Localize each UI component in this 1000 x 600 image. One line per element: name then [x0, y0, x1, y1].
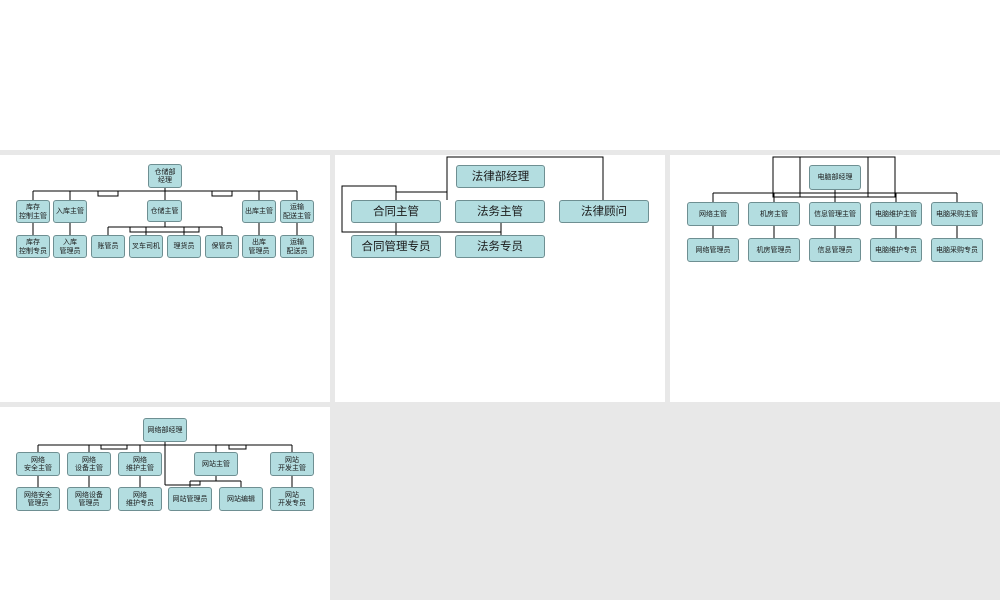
legal-advisor: 法律顾问	[559, 200, 649, 223]
computer-sup-info: 信息管理主管	[809, 202, 861, 226]
computer-staff-purchase: 电脑采购专员	[931, 238, 983, 262]
network-sup-dev: 网站 开发主管	[270, 452, 314, 476]
network-connectors	[37, 442, 293, 487]
legal-sup-legal: 法务主管	[455, 200, 545, 223]
storage-staff-accounts: 账管员	[91, 235, 125, 258]
computer-manager: 电脑部经理	[809, 165, 861, 190]
legal-connectors	[341, 156, 604, 235]
storage-staff-inbound: 入库 管理员	[53, 235, 87, 258]
storage-staff-inventory: 库存 控制专员	[16, 235, 50, 258]
network-staff-dev: 网站 开发专员	[270, 487, 314, 511]
legal-staff-legal: 法务专员	[455, 235, 545, 258]
computer-sup-room: 机房主管	[748, 202, 800, 226]
storage-sup-outbound: 出库主管	[242, 200, 276, 223]
computer-connectors	[712, 156, 958, 238]
legal-staff-contract: 合同管理专员	[351, 235, 441, 258]
computer-sup-purchase: 电脑采购主管	[931, 202, 983, 226]
storage-sup-inventory: 库存 控制主管	[16, 200, 50, 223]
network-org-chart: 网络部经理 网络 安全主管 网络 设备主管 网络 维护主管 网站主管 网站 开发…	[0, 407, 330, 600]
storage-connectors	[32, 188, 298, 235]
legal-manager: 法律部经理	[456, 165, 545, 188]
top-blank-area	[0, 0, 1000, 150]
storage-org-chart: 仓储部 经理 库存 控制主管 入库主管 仓储主管 出库主管 运输 配送主管 库存…	[0, 155, 330, 402]
computer-staff-maint: 电脑维护专员	[870, 238, 922, 262]
storage-manager: 仓储部 经理	[148, 164, 182, 188]
computer-staff-room: 机房管理员	[748, 238, 800, 262]
computer-sup-maint: 电脑维护主管	[870, 202, 922, 226]
network-staff-site-editor: 网站编辑	[219, 487, 263, 511]
network-sup-website: 网站主管	[194, 452, 238, 476]
legal-org-chart: 法律部经理 合同主管 法务主管 法律顾问 合同管理专员 法务专员	[335, 155, 665, 402]
legal-sup-contract: 合同主管	[351, 200, 441, 223]
network-manager: 网络部经理	[143, 418, 187, 442]
storage-staff-goods: 理货员	[167, 235, 201, 258]
computer-staff-info: 信息管理员	[809, 238, 861, 262]
storage-staff-delivery: 运输 配送员	[280, 235, 314, 258]
storage-sup-inbound: 入库主管	[53, 200, 87, 223]
network-sup-equipment: 网络 设备主管	[67, 452, 111, 476]
storage-staff-custody: 保管员	[205, 235, 239, 258]
network-staff-site-admin: 网站管理员	[168, 487, 212, 511]
network-staff-equipment: 网络设备 管理员	[67, 487, 111, 511]
network-staff-security: 网络安全 管理员	[16, 487, 60, 511]
computer-staff-network: 网络管理员	[687, 238, 739, 262]
storage-sup-storage: 仓储主管	[147, 200, 182, 222]
storage-staff-outbound: 出库 管理员	[242, 235, 276, 258]
storage-staff-forklift: 叉车司机	[129, 235, 163, 258]
network-staff-maintenance: 网络 维护专员	[118, 487, 162, 511]
computer-sup-network: 网络主管	[687, 202, 739, 226]
network-sup-security: 网络 安全主管	[16, 452, 60, 476]
computer-org-chart: 电脑部经理 网络主管 机房主管 信息管理主管 电脑维护主管 电脑采购主管 网络管…	[670, 155, 1000, 402]
storage-sup-transport: 运输 配送主管	[280, 200, 314, 223]
network-sup-maintenance: 网络 维护主管	[118, 452, 162, 476]
